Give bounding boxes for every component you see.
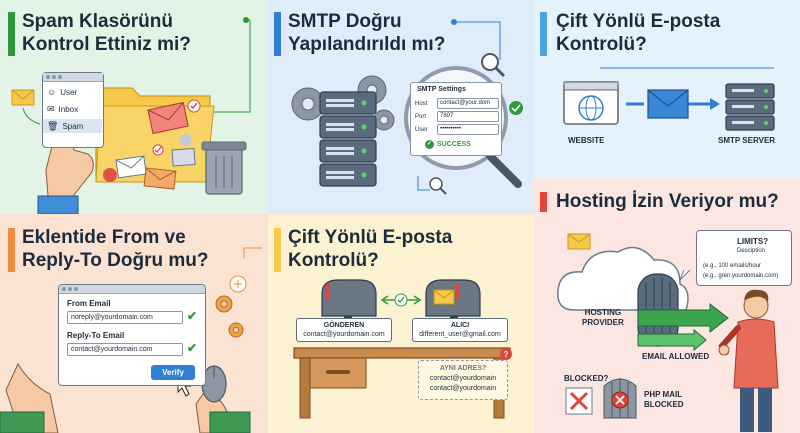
check-icon: ✔ bbox=[187, 309, 198, 323]
check-icon: ✔ bbox=[187, 341, 198, 355]
from-email-label: From Email bbox=[67, 299, 111, 308]
php-line-2: BLOCKED bbox=[644, 400, 684, 409]
website-label: WEBSITE bbox=[568, 136, 605, 145]
menu-item-label: Inbox bbox=[58, 105, 79, 114]
window-dot bbox=[68, 287, 72, 291]
menu-item-label: User bbox=[60, 87, 78, 97]
twoway-illustration bbox=[563, 67, 775, 131]
limits-subtitle: Desciption bbox=[737, 248, 766, 254]
form-titlebar bbox=[59, 285, 205, 294]
accent-bar bbox=[274, 228, 281, 272]
accent-bar bbox=[540, 192, 547, 212]
host-field[interactable]: contact@your.dom bbox=[437, 98, 499, 109]
menu-item-spam[interactable]: 🗑 Spam bbox=[43, 119, 102, 133]
mail-client-window: ☺ User ✉ Inbox 🗑 Spam bbox=[42, 72, 104, 148]
title-line-1: Eklentide From ve bbox=[22, 227, 186, 248]
sender-tag: GÖNDEREN contact@yourdomain.com bbox=[296, 318, 392, 342]
menu-item-label: Spam bbox=[62, 121, 84, 131]
menu-item-user[interactable]: ☺ User bbox=[47, 87, 77, 97]
menu-item-inbox[interactable]: ✉ Inbox bbox=[47, 104, 78, 115]
window-dot bbox=[74, 287, 78, 291]
limits-line-1: (e.g., 100 emails/hour bbox=[703, 263, 762, 269]
hosting-illustration bbox=[557, 233, 779, 432]
window-dot bbox=[52, 75, 56, 79]
panel-spam: Spam Klasörünü Kontrol Ettiniz mi? bbox=[0, 0, 268, 214]
port-label: Port bbox=[415, 114, 427, 120]
plugin-illustration bbox=[0, 247, 262, 433]
email-settings-form: From Email noreply@yourdomain.com ✔ Repl… bbox=[58, 284, 206, 386]
panel-title: Çift Yönlü E-posta Kontrolü? bbox=[556, 10, 720, 56]
user-icon: ☺ bbox=[47, 87, 57, 97]
host-label: Host bbox=[415, 101, 428, 107]
same-address-note: AYNI ADRES? contact@yourdomain contact@y… bbox=[418, 360, 508, 400]
title-line-2: Reply-To Doğru mu? bbox=[22, 250, 209, 271]
title-line-2: Yapılandırıldı mı? bbox=[288, 34, 446, 55]
title-line-2: Kontrolü? bbox=[556, 34, 647, 55]
same-address-2: contact@yourdomain bbox=[429, 385, 497, 392]
user-label: User bbox=[415, 127, 428, 133]
provider-line-2: PROVIDER bbox=[582, 318, 624, 327]
window-dot bbox=[62, 287, 66, 291]
check-circle-icon: ✓ bbox=[425, 140, 434, 149]
verify-button[interactable]: Verify bbox=[151, 365, 195, 380]
window-titlebar bbox=[43, 73, 103, 82]
port-field[interactable]: 7807 bbox=[437, 111, 499, 122]
email-allowed-label: EMAIL ALLOWED bbox=[642, 352, 710, 361]
receiver-label: ALICI bbox=[450, 322, 470, 329]
receiver-email: different_user@gmail.com bbox=[419, 331, 501, 338]
panel-title: SMTP Doğru Yapılandırıldı mı? bbox=[288, 10, 445, 56]
panel-title: Çift Yönlü E-posta Kontrolü? bbox=[288, 226, 452, 272]
reply-to-label: Reply-To Email bbox=[67, 331, 125, 340]
sender-label: GÖNDEREN bbox=[323, 322, 365, 329]
panel-hosting: Hosting İzin Veriyor mu? LIMIT bbox=[534, 178, 800, 433]
same-address-label: AYNI ADRES? bbox=[439, 365, 487, 372]
panel-smtp: SMTP Doğru Yapılandırıldı mı? bbox=[268, 0, 534, 214]
receiver-tag: ALICI different_user@gmail.com bbox=[412, 318, 508, 342]
limits-title: LIMITS? bbox=[737, 237, 769, 246]
panel-title: Eklentide From ve Reply-To Doğru mu? bbox=[22, 226, 208, 272]
title-line-1: Spam Klasörünü bbox=[22, 11, 173, 32]
provider-line-1: HOSTING bbox=[584, 308, 622, 317]
panel-plugin: Eklentide From ve Reply-To Doğru mu? Fro… bbox=[0, 214, 268, 433]
smtp-server-label: SMTP SERVER bbox=[718, 136, 776, 145]
limits-line-2: (e.g., gren.yourdomain.com) bbox=[703, 273, 779, 279]
sender-email: contact@yourdomain.com bbox=[303, 331, 385, 338]
accent-bar bbox=[8, 228, 15, 272]
panel-title: Hosting İzin Veriyor mu? bbox=[556, 191, 779, 212]
php-line-1: PHP MAIL bbox=[644, 390, 683, 399]
accent-bar bbox=[8, 12, 15, 56]
title-line-1: Çift Yönlü E-posta bbox=[288, 227, 453, 248]
hosting-provider-label: HOSTING PROVIDER bbox=[582, 308, 624, 328]
success-label: SUCCESS bbox=[437, 141, 471, 148]
same-address-1: contact@yourdomain bbox=[429, 375, 497, 382]
title-line-2: Kontrol Ettiniz mi? bbox=[22, 34, 191, 55]
accent-bar bbox=[540, 12, 547, 56]
smtp-settings-title: SMTP Settings bbox=[417, 86, 466, 93]
panel-title: Spam Klasörünü Kontrol Ettiniz mi? bbox=[22, 10, 191, 56]
svg-text:?: ? bbox=[504, 350, 509, 359]
title-line-2: Kontrolü? bbox=[288, 250, 379, 271]
smtp-settings-card: SMTP Settings Host contact@your.dom Port… bbox=[410, 82, 502, 156]
panel-twoway-mid: Çift Yönlü E-posta Kontrolü? ? GÖNDEREN … bbox=[268, 214, 534, 433]
trash-icon: 🗑 bbox=[47, 120, 59, 131]
reply-to-input[interactable]: contact@yourdomain.com bbox=[67, 343, 183, 356]
spam-illustration bbox=[11, 17, 251, 214]
inbox-icon: ✉ bbox=[47, 104, 55, 114]
panel-twoway-top: Çift Yönlü E-posta Kontrolü? WEBSITE SMT… bbox=[534, 0, 800, 178]
title-line-1: Çift Yönlü E-posta bbox=[556, 11, 721, 32]
from-email-input[interactable]: noreply@yourdomain.com bbox=[67, 311, 183, 324]
php-mail-blocked-label: PHP MAIL BLOCKED bbox=[644, 390, 684, 410]
blocked-label: BLOCKED? bbox=[564, 374, 609, 383]
accent-bar bbox=[274, 12, 281, 56]
user-field[interactable]: •••••••••• bbox=[437, 124, 499, 135]
limits-callout: LIMITS? Desciption (e.g., 100 emails/hou… bbox=[696, 230, 792, 286]
success-status: ✓ SUCCESS bbox=[425, 140, 471, 149]
window-dot bbox=[58, 75, 62, 79]
window-dot bbox=[46, 75, 50, 79]
title-line-1: SMTP Doğru bbox=[288, 11, 402, 32]
